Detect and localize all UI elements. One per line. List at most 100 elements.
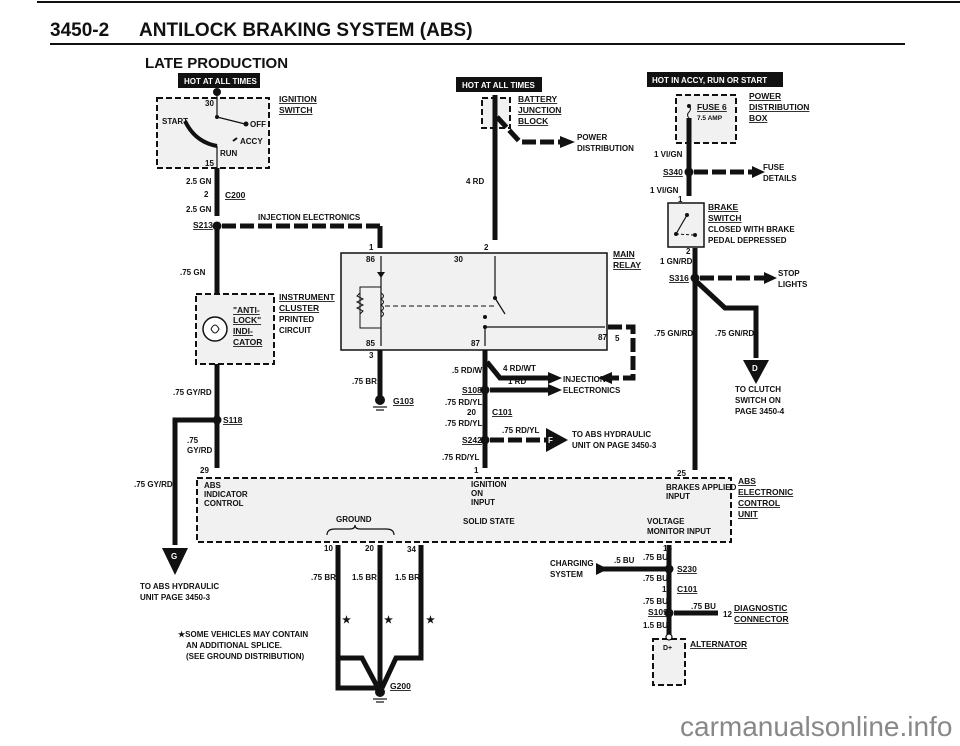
svg-text:7.5 AMP: 7.5 AMP	[697, 115, 723, 122]
svg-text:BLOCK: BLOCK	[518, 116, 549, 126]
footnote: ★SOME VEHICLES MAY CONTAIN	[178, 630, 308, 639]
svg-text:S108: S108	[462, 385, 482, 395]
splice-s340	[684, 167, 694, 177]
svg-text:1: 1	[474, 466, 479, 475]
svg-text:D: D	[752, 364, 758, 373]
svg-text:.75 BU: .75 BU	[643, 553, 668, 562]
abs-electronic-control-unit: ABS INDICATOR CONTROL IGNITION ON INPUT …	[196, 477, 737, 543]
svg-text:2: 2	[686, 247, 691, 256]
svg-text:5: 5	[615, 334, 620, 343]
svg-text:34: 34	[407, 545, 416, 554]
arrow-icon	[548, 384, 562, 396]
svg-text:"ANTI-: "ANTI-	[233, 305, 260, 315]
splice-s316	[690, 273, 700, 283]
svg-text:4 RD/WT: 4 RD/WT	[503, 364, 536, 373]
svg-text:2.5 GN: 2.5 GN	[186, 205, 212, 214]
svg-text:CONTROL: CONTROL	[738, 498, 780, 508]
svg-text:INJECTION: INJECTION	[563, 375, 606, 384]
connector-f-icon	[546, 428, 568, 452]
svg-text:D+: D+	[663, 645, 672, 652]
bulb-icon	[202, 316, 228, 342]
svg-text:1.5 BR: 1.5 BR	[395, 573, 420, 582]
ignition-switch: 30 START OFF ACCY RUN 15 IGNITION SWITCH	[156, 88, 317, 172]
svg-text:25: 25	[677, 469, 686, 478]
svg-text:JUNCTION: JUNCTION	[518, 105, 561, 115]
svg-text:S340: S340	[663, 167, 683, 177]
badge-hot-all-times-1	[178, 73, 260, 88]
svg-text:87: 87	[598, 333, 607, 342]
svg-text:ELECTRONIC: ELECTRONIC	[738, 487, 793, 497]
svg-text:CATOR: CATOR	[233, 337, 262, 347]
page-title: ANTILOCK BRAKING SYSTEM (ABS)	[139, 20, 473, 41]
svg-text:INSTRUMENT: INSTRUMENT	[279, 292, 336, 302]
svg-text:LOCK": LOCK"	[233, 315, 261, 325]
svg-text:BRAKE: BRAKE	[708, 202, 739, 212]
svg-text:SWITCH: SWITCH	[708, 213, 742, 223]
svg-text:RUN: RUN	[220, 149, 238, 158]
svg-text:CIRCUIT: CIRCUIT	[279, 326, 312, 335]
splice-s109	[664, 608, 674, 618]
svg-text:DETAILS: DETAILS	[763, 174, 797, 183]
svg-text:G: G	[171, 552, 177, 561]
svg-text:ON: ON	[471, 489, 483, 498]
svg-text:FUSE 6: FUSE 6	[697, 102, 727, 112]
svg-text:3: 3	[369, 351, 374, 360]
wire-to-d	[695, 280, 759, 358]
svg-text:TO ABS HYDRAULIC: TO ABS HYDRAULIC	[140, 582, 219, 591]
svg-text:SWITCH: SWITCH	[279, 105, 313, 115]
svg-text:ELECTRONICS: ELECTRONICS	[563, 386, 621, 395]
svg-text:BOX: BOX	[749, 113, 768, 123]
svg-text:SOLID STATE: SOLID STATE	[463, 517, 515, 526]
svg-text:FUSE: FUSE	[763, 163, 785, 172]
svg-text:.5 BU: .5 BU	[614, 556, 635, 565]
svg-text:30: 30	[454, 255, 463, 264]
svg-text:S213: S213	[193, 220, 213, 230]
svg-text:PAGE 3450-4: PAGE 3450-4	[735, 407, 785, 416]
splice-s230	[664, 564, 674, 574]
svg-text:.75 GY/RD: .75 GY/RD	[173, 388, 212, 397]
svg-text:S118: S118	[223, 415, 243, 425]
connector-d-icon	[743, 360, 769, 384]
svg-text:.75 BU: .75 BU	[643, 597, 668, 606]
svg-text:OFF: OFF	[250, 120, 266, 129]
svg-text:MAIN: MAIN	[613, 249, 635, 259]
svg-text:2: 2	[204, 190, 209, 199]
svg-text:S109: S109	[648, 607, 668, 617]
svg-text:F: F	[548, 436, 553, 445]
ground-g200-icon	[373, 687, 387, 703]
svg-text:TO CLUTCH: TO CLUTCH	[735, 385, 781, 394]
svg-text:S242: S242	[462, 435, 482, 445]
splice-s108	[480, 385, 490, 395]
svg-text:.75 GN/RD: .75 GN/RD	[715, 329, 754, 338]
arrow-icon	[596, 563, 608, 575]
svg-text:SYSTEM: SYSTEM	[550, 570, 583, 579]
svg-text:1: 1	[369, 243, 374, 252]
svg-text:CHARGING: CHARGING	[550, 559, 594, 568]
svg-text:AN ADDITIONAL SPLICE.: AN ADDITIONAL SPLICE.	[186, 641, 282, 650]
svg-text:DIAGNOSTIC: DIAGNOSTIC	[734, 603, 787, 613]
instrument-cluster: "ANTI- LOCK" INDI- CATOR INSTRUMENT CLUS…	[195, 292, 336, 365]
page-subtitle: LATE PRODUCTION	[145, 55, 288, 72]
star-icon: ★	[384, 615, 393, 626]
arrow-icon	[548, 372, 562, 384]
svg-text:.75 BR: .75 BR	[352, 377, 377, 386]
splice-s242	[480, 435, 490, 445]
power-distribution-box: FUSE 6 7.5 AMP POWER DISTRIBUTION BOX	[675, 91, 809, 144]
svg-text:ACCY: ACCY	[240, 137, 263, 146]
splice-s213	[212, 221, 222, 231]
ground-g103-icon	[373, 395, 387, 411]
svg-text:.75 RD/YL: .75 RD/YL	[445, 398, 482, 407]
svg-text:.75 BR: .75 BR	[311, 573, 336, 582]
svg-text:1: 1	[678, 195, 683, 204]
svg-text:CONTROL: CONTROL	[204, 499, 244, 508]
svg-text:CONNECTOR: CONNECTOR	[734, 614, 789, 624]
svg-text:POWER: POWER	[577, 133, 607, 142]
star-icon: ★	[342, 615, 351, 626]
badge-text: HOT IN ACCY, RUN OR START	[652, 76, 767, 85]
svg-text:.75 GN: .75 GN	[180, 268, 206, 277]
svg-text:RELAY: RELAY	[613, 260, 641, 270]
svg-text:.75 GY/RD: .75 GY/RD	[134, 480, 173, 489]
wire-injection-electronics	[222, 223, 383, 240]
svg-text:29: 29	[200, 466, 209, 475]
svg-text:G200: G200	[390, 681, 411, 691]
